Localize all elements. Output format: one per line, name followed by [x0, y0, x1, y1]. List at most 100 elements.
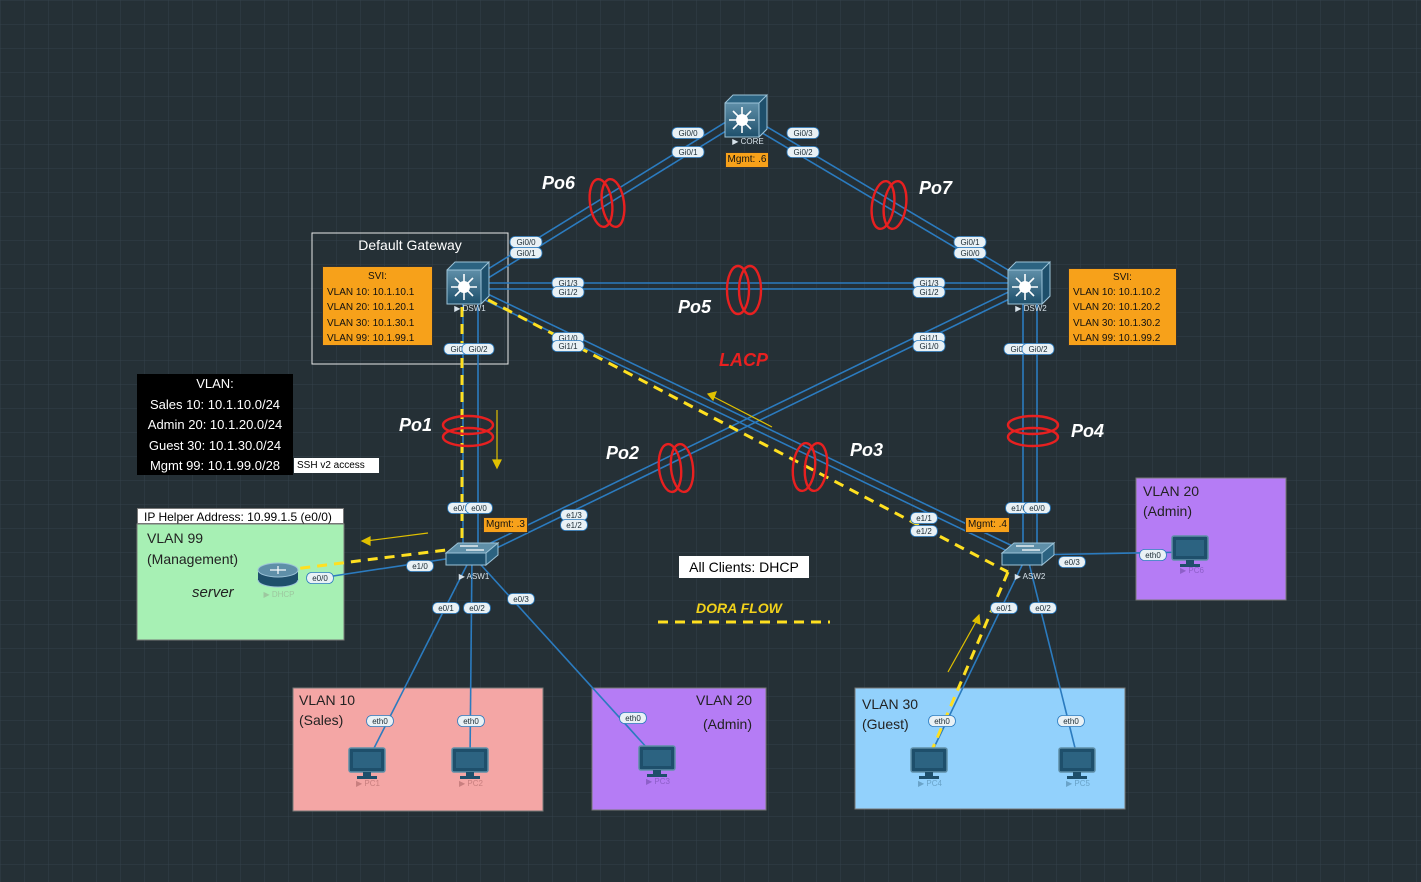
port-label: eth0: [1057, 715, 1085, 727]
asw1-mgmt-label: Mgmt: .3: [483, 517, 528, 533]
asw2-label: ▶ ASW2: [1014, 572, 1046, 581]
port-label-text: Gi1/3: [558, 279, 578, 288]
port-label-text: e1/1: [916, 514, 932, 523]
vlan-legend-guest: Guest 30: 10.1.30.0/24: [148, 437, 282, 453]
port-label-text: eth0: [1063, 717, 1079, 726]
vlan30-zone-subtitle: (Guest): [862, 716, 909, 732]
vlan20-left-zone-title: VLAN 20: [696, 692, 753, 708]
port-label: Gi0/2: [786, 146, 820, 158]
port-label-text: e0/0: [312, 574, 328, 583]
port-label: Gi0/1: [509, 247, 543, 259]
pc5-label: ▶ PC5: [1066, 779, 1090, 788]
vlan20-left-zone-subtitle: (Admin): [703, 716, 753, 732]
port-label-text: Gi1/1: [558, 342, 578, 351]
port-label: Gi1/2: [912, 286, 946, 298]
pc-6-icon[interactable]: [1171, 535, 1209, 567]
port-label: eth0: [619, 712, 647, 724]
port-label-text: Gi0/3: [793, 129, 813, 138]
port-label: eth0: [457, 715, 485, 727]
po6-label: Po6: [542, 173, 576, 193]
port-label-text: eth0: [1145, 551, 1161, 560]
port-label: e1/2: [560, 519, 588, 531]
port-label: Gi0/3: [786, 127, 820, 139]
dora-flow-label: DORA FLOW: [696, 600, 782, 616]
port-labels: Gi0/0Gi0/1Gi0/3Gi0/2Gi0/0Gi0/1Gi0/1Gi0/0…: [306, 127, 1167, 727]
port-label: e0/0: [465, 502, 493, 514]
port-label-text: e1/2: [916, 527, 932, 536]
asw2-switch-icon[interactable]: [1000, 541, 1056, 567]
server-label: server: [192, 584, 234, 601]
port-label: Gi1/2: [551, 286, 585, 298]
pc-3-icon[interactable]: [638, 745, 676, 777]
asw1-switch-icon[interactable]: [444, 541, 500, 567]
svi-dsw1-vlan30: VLAN 30: 10.1.30.1: [327, 317, 415, 329]
pc-4-icon[interactable]: [910, 747, 948, 779]
dsw2-switch-icon[interactable]: [1007, 260, 1051, 306]
svi-dsw1-vlan10: VLAN 10: 10.1.10.1: [327, 286, 415, 298]
port-label-text: Gi0/1: [960, 238, 980, 247]
po4-label: Po4: [1071, 421, 1105, 441]
dsw1-switch-icon[interactable]: [446, 260, 490, 306]
port-label: e0/3: [507, 593, 535, 605]
port-label: e0/0: [306, 572, 334, 584]
port-label: e1/2: [910, 525, 938, 537]
po1-label: Po1: [399, 415, 433, 435]
po5-label: Po5: [678, 297, 712, 317]
pc3-label: ▶ PC3: [646, 777, 670, 786]
pc-icons: [348, 535, 1209, 779]
port-label-text: Gi0/0: [960, 249, 980, 258]
vlan20-left-zone: [591, 687, 767, 811]
port-label: e0/2: [463, 602, 491, 614]
pc-2-icon[interactable]: [451, 747, 489, 779]
dhcp-label: ▶ DHCP: [263, 590, 295, 599]
svi-dsw2-box: SVI: VLAN 10: 10.1.10.2 VLAN 20: 10.1.20…: [1068, 268, 1177, 346]
port-label: Gi1/0: [912, 340, 946, 352]
port-label-text: e0/1: [438, 604, 454, 613]
svi-dsw2-vlan99: VLAN 99: 10.1.99.2: [1073, 332, 1161, 344]
vlan-legend-sales: Sales 10: 10.1.10.0/24: [149, 396, 281, 412]
ssh-note: SSH v2 access: [294, 458, 379, 473]
dsw2-label: ▶ DSW2: [1015, 304, 1047, 313]
flow-arrows: [360, 391, 981, 673]
svi-dsw1-title: SVI:: [368, 271, 387, 282]
port-label-text: eth0: [625, 714, 641, 723]
port-label: e1/0: [406, 560, 434, 572]
core-switch-icon[interactable]: [724, 93, 768, 139]
vlan20-right-zone: [1135, 477, 1287, 601]
port-label: Gi0/0: [671, 127, 705, 139]
port-label-text: e0/3: [513, 595, 529, 604]
port-label: Gi1/1: [551, 340, 585, 352]
port-label-text: Gi0/1: [516, 249, 536, 258]
vlan10-zone: [292, 687, 544, 812]
port-label: Gi0/2: [1021, 343, 1055, 355]
port-label: Gi0/1: [671, 146, 705, 158]
svi-dsw2-vlan10: VLAN 10: 10.1.10.2: [1073, 287, 1161, 299]
port-label-text: Gi0/3: [1010, 345, 1030, 354]
port-label-text: Gi0/1: [678, 148, 698, 157]
default-gateway-title: Default Gateway: [358, 237, 462, 253]
port-label-text: e1/0: [1011, 504, 1027, 513]
port-label-text: e1/2: [566, 521, 582, 530]
vlan30-zone-title: VLAN 30: [862, 696, 919, 712]
svi-dsw1-vlan20: VLAN 20: 10.1.20.1: [327, 302, 415, 313]
port-label-text: e1/0: [412, 562, 428, 571]
pc6-label: ▶ PC6: [1180, 566, 1204, 575]
port-label-text: Gi1/0: [919, 342, 939, 351]
port-label: Gi0/1: [953, 236, 987, 248]
pc4-label: ▶ PC4: [918, 779, 942, 788]
port-label-text: e0/0: [1029, 504, 1045, 513]
port-label: eth0: [928, 715, 956, 727]
port-label: e0/0: [1023, 502, 1051, 514]
port-label: Gi1/3: [912, 277, 946, 289]
port-label-text: e0/2: [1035, 604, 1051, 613]
dhcp-router-icon[interactable]: [257, 562, 299, 588]
vlan-legend-mgmt: Mgmt 99: 10.1.99.0/28: [149, 458, 281, 473]
svi-dsw2-title: SVI:: [1113, 272, 1132, 283]
pc-5-icon[interactable]: [1058, 747, 1096, 779]
ip-helper-label: IP Helper Address: 10.99.1.5 (e0/0): [137, 508, 344, 524]
pc1-label: ▶ PC1: [356, 779, 380, 788]
port-label: e1/1: [910, 512, 938, 524]
port-label-text: e1/3: [566, 511, 582, 520]
pc-1-icon[interactable]: [348, 747, 386, 779]
